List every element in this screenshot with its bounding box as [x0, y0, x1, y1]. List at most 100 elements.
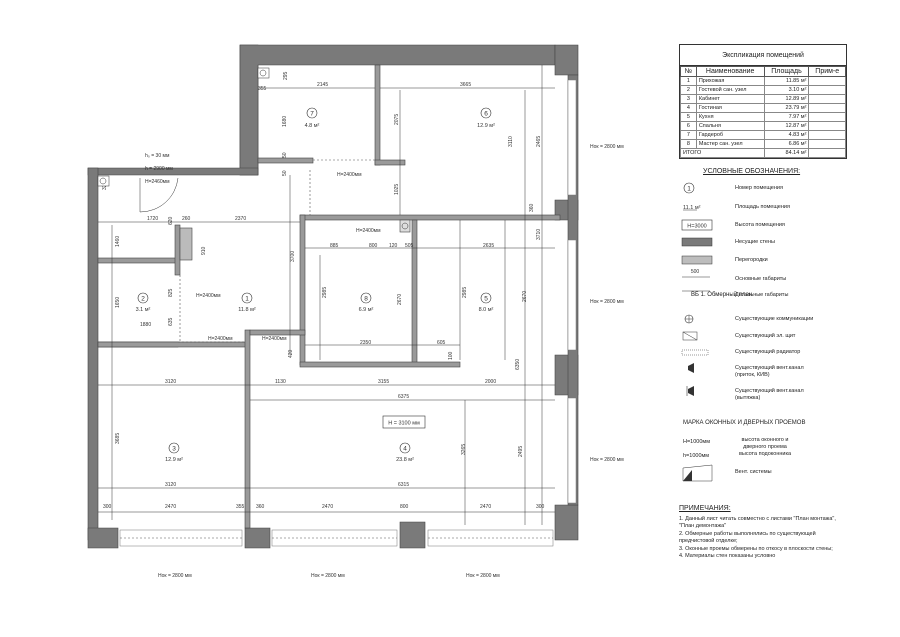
legend-vb-label: ВБ 1. Обмерный план	[691, 292, 753, 298]
room-area-6: 12.9 м²	[477, 123, 495, 129]
cell-note	[808, 130, 846, 140]
dim-2000: 2000	[485, 379, 496, 385]
label-h2400-c: H=2400мм	[196, 293, 221, 299]
legend-item-detail-dims: Детальные габариты	[735, 292, 789, 298]
cell-num: 8	[680, 139, 697, 149]
cell-name: Прихожая	[695, 76, 765, 86]
cell-num: 5	[680, 112, 697, 122]
partition-shaft	[399, 219, 411, 233]
dim-505: 505	[405, 243, 414, 249]
dim-2985: 2985	[322, 287, 328, 298]
cell-area: 23.79 м²	[763, 103, 810, 113]
dim-800: 800	[369, 243, 378, 249]
cell-num: 1	[680, 76, 697, 86]
height-box-living	[382, 415, 426, 429]
legend-room-num-text: 1	[687, 186, 691, 193]
dim-1880: 1880	[140, 322, 151, 328]
legend-item-area: Площадь помещения	[735, 204, 790, 210]
dim-3155: 3155	[378, 379, 389, 385]
cell-num: 2	[680, 85, 697, 95]
legend-item-vent-supply: Существующий вент.канал (приток, КИВ)	[735, 365, 804, 378]
legend-openings-text: высота оконного и дверного проема высота…	[738, 437, 792, 457]
room-marker-6: 6 12.9 м²	[477, 107, 495, 129]
legend-vent-system-text: Вент. системы	[735, 469, 772, 475]
dimension-lines	[98, 65, 555, 525]
legend-item-vent-exhaust: Существующий вент.канал (вытяжка)	[735, 388, 804, 401]
legend-vent-exhaust-icon	[688, 386, 694, 396]
cell-area: 3.10 м²	[763, 85, 810, 95]
partition-room8-left	[299, 214, 306, 366]
wall-left	[87, 167, 99, 541]
plan-symbols	[97, 67, 409, 230]
dim-2145: 2145	[317, 82, 328, 88]
legend-height-box	[681, 219, 713, 231]
legend-title: УСЛОВНЫЕ ОБОЗНАЧЕНИЯ:	[703, 168, 801, 175]
wall-step-top	[87, 167, 259, 176]
room-num-5: 5	[484, 296, 488, 303]
room-num-2: 2	[141, 296, 145, 303]
wall-bottom-left	[87, 527, 119, 549]
room-marker-3: 312.9 м²	[165, 442, 183, 463]
cell-area: 11.85 м²	[763, 76, 810, 86]
dim-360: 360	[529, 203, 535, 212]
room-markers: 74.8 м² 612.9 м² 23.1 м² 111.8 м² 86.9 м…	[136, 107, 495, 463]
legend-partition-swatch	[681, 255, 713, 265]
cell-note	[808, 148, 846, 158]
partition-room2-right	[174, 224, 181, 276]
col-num: №	[680, 66, 697, 77]
note-line: 3. Оконные проемы обмерены по откосу в п…	[679, 545, 833, 552]
room-marker-7: 74.8 м²	[305, 107, 320, 129]
notes-panel: ПРИМЕЧАНИЯ: 1. Данный лист читать совмес…	[679, 505, 864, 561]
dim-295: 295	[283, 71, 289, 80]
cell-note	[808, 139, 846, 149]
wall-bottom-right	[554, 504, 579, 541]
partition-room3-right	[244, 329, 251, 529]
dim-1460: 1460	[115, 236, 121, 247]
dim-3120b: 3120	[165, 482, 176, 488]
room-area-4: 23.8 м²	[396, 457, 414, 463]
legend-item-height: Высота помещения	[735, 222, 785, 228]
legend-area-text: 11.1 м²	[683, 205, 701, 211]
wall-top-right-corner	[554, 44, 579, 76]
note-line: "План демонтажа"	[679, 523, 727, 529]
legend-item-panel: Существующий эл. щит	[735, 333, 796, 339]
room-marker-1: 111.8 м²	[238, 292, 256, 313]
label-hok-b3: Hок = 2800 мм	[466, 573, 500, 579]
label-h2400-e: H=2400мм	[262, 336, 287, 342]
wall-bottom-pier2	[399, 521, 426, 549]
cell-num: 6	[680, 121, 697, 131]
dim-6315: 6315	[398, 482, 409, 488]
dim-2495: 2495	[518, 446, 524, 457]
room-marker-2: 23.1 м²	[136, 292, 151, 313]
room-area-1: 11.8 м²	[238, 307, 256, 313]
room-area-3: 12.9 м²	[165, 457, 183, 463]
room-num-8: 8	[364, 296, 368, 303]
bearing-walls	[87, 44, 579, 549]
legend-vent-system-fill	[683, 470, 692, 481]
label-h2400-b: H=2400мм	[356, 228, 381, 234]
label-door-h: h₀ = 30 мм	[145, 153, 170, 159]
dim-2075: 2075	[394, 114, 400, 125]
explication-table: Экспликация помещений № Наименование Пло…	[679, 44, 847, 159]
legend-op2-sym: h=1000мм	[683, 453, 710, 459]
dim-1025: 1025	[394, 184, 400, 195]
room-num-6: 6	[484, 111, 488, 118]
dim-620: 620	[168, 216, 174, 225]
dim-50b: 50	[282, 170, 288, 176]
cell-name: Кухня	[695, 112, 765, 122]
cell-note	[808, 103, 846, 113]
dim-1720: 1720	[147, 216, 158, 222]
dim-2635: 2635	[483, 243, 494, 249]
room-area-7: 4.8 м²	[305, 123, 320, 129]
label-h3100: H = 3100 мм	[388, 421, 420, 427]
notes-title: ПРИМЕЧАНИЯ:	[679, 505, 731, 512]
dim-300: 300	[103, 504, 112, 510]
dim-910: 910	[201, 246, 207, 255]
explication-title: Экспликация помещений	[680, 45, 846, 66]
dim-300b: 300	[536, 504, 545, 510]
dim-360b: 360	[256, 504, 265, 510]
col-note: Прим-е	[808, 66, 846, 77]
